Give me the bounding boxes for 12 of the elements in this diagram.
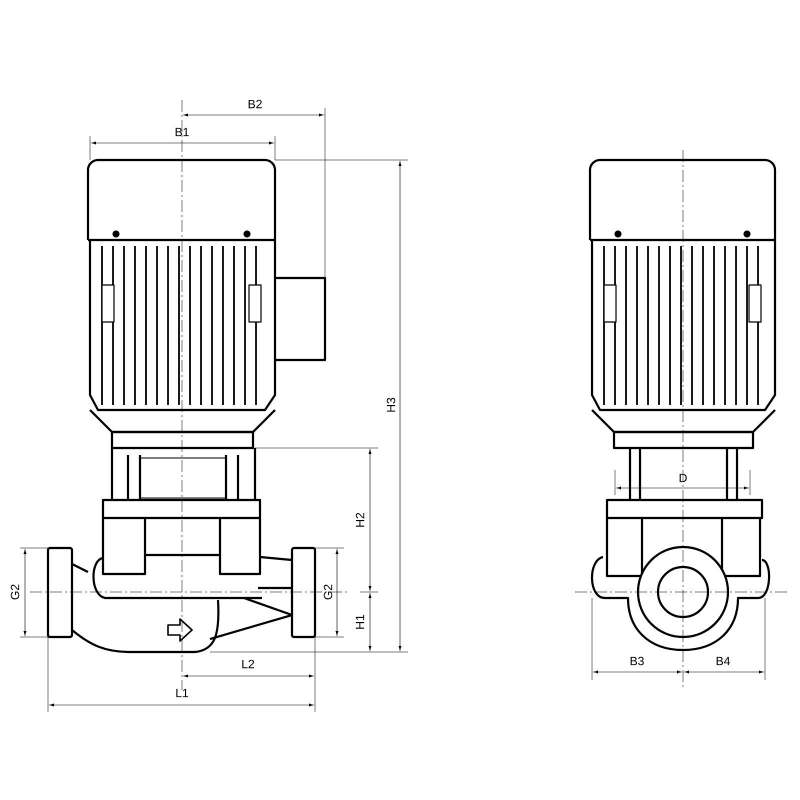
dimension-label: B2 xyxy=(248,100,262,108)
dimension-label: H3 xyxy=(386,398,396,412)
dimension-label: G2 xyxy=(324,584,332,600)
dimension-label: L1 xyxy=(176,688,188,698)
dimension-label: B4 xyxy=(716,656,730,666)
dimension-label: L2 xyxy=(242,660,254,668)
dimension-label: H2 xyxy=(356,512,364,527)
dimension-label: B3 xyxy=(630,656,644,666)
dimension-label: D xyxy=(680,474,687,482)
dimension-label: G2 xyxy=(10,584,20,600)
dimension-label: H1 xyxy=(356,614,364,629)
dimension-label: B1 xyxy=(176,128,189,136)
